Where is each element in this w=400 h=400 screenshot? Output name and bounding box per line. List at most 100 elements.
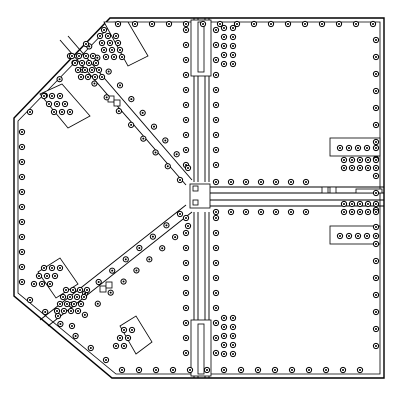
right-pad-block-upper (329, 137, 381, 157)
via-core (287, 23, 289, 25)
via-core (232, 344, 234, 346)
via-core (351, 167, 353, 169)
via-core (49, 283, 51, 285)
via-core (92, 55, 94, 57)
via-core (85, 43, 87, 45)
via-core (59, 303, 61, 305)
right-port-stub (355, 188, 383, 194)
via-core (88, 62, 90, 64)
via-core (21, 146, 23, 148)
via-core (77, 310, 79, 312)
via-core (223, 45, 225, 47)
via-core (121, 56, 123, 58)
via-core (260, 181, 262, 183)
via-core (232, 36, 234, 38)
via-core (232, 54, 234, 56)
via-core (51, 95, 53, 97)
via-core (88, 45, 91, 48)
via-core (62, 296, 64, 298)
via-core (245, 181, 247, 183)
via-core (357, 235, 359, 237)
via-core (74, 62, 76, 64)
via-core (375, 203, 377, 205)
via-core (359, 167, 361, 169)
via-core (185, 104, 187, 106)
via-core (215, 211, 217, 213)
via-core (359, 369, 361, 371)
via-core (58, 78, 61, 81)
via-core (59, 323, 62, 325)
via-core (95, 62, 97, 64)
via-core (223, 317, 225, 319)
via-core (109, 291, 112, 294)
via-core (185, 119, 187, 121)
via-core (115, 345, 117, 347)
upper-port-slot (197, 21, 205, 73)
via-core (343, 203, 345, 205)
via-core (240, 369, 242, 371)
via-core (372, 23, 374, 25)
via-core (138, 369, 140, 371)
via-core (111, 269, 114, 272)
via-core (260, 211, 262, 213)
via-core (275, 211, 277, 213)
via-core (94, 76, 96, 78)
via-core (21, 251, 23, 253)
via-core (375, 141, 377, 143)
via-core (325, 369, 327, 371)
via-core (187, 225, 189, 227)
via-core (230, 211, 232, 213)
via-core (33, 283, 35, 285)
via-core (179, 213, 181, 215)
via-core (185, 352, 187, 354)
via-core (138, 247, 141, 249)
via-core (367, 211, 369, 213)
via-core (189, 369, 191, 371)
via-core (230, 181, 232, 183)
via-core (21, 266, 23, 268)
via-core (223, 54, 225, 56)
via-core (63, 310, 65, 312)
via-core (65, 289, 67, 291)
via-core (223, 369, 225, 371)
via-core (127, 337, 129, 339)
via-core (99, 35, 101, 37)
via-core (78, 55, 80, 57)
via-core (85, 55, 87, 57)
via-core (375, 345, 377, 347)
via-core (215, 277, 217, 279)
via-core (179, 179, 181, 181)
via-core (305, 181, 307, 183)
via-core (38, 275, 40, 277)
via-core (87, 76, 89, 78)
via-core (122, 280, 125, 283)
via-core (202, 23, 204, 25)
via-core (359, 211, 361, 213)
via-core (46, 275, 48, 277)
via-core (375, 294, 377, 296)
via-core (343, 167, 345, 169)
via-core (135, 269, 138, 272)
via-core (232, 63, 234, 65)
via-core (357, 147, 359, 149)
via-core (79, 289, 81, 291)
via-core (245, 211, 247, 213)
via-core (236, 23, 238, 25)
via-core (232, 335, 234, 337)
via-core (43, 267, 45, 269)
via-core (351, 159, 353, 161)
via-core (29, 111, 31, 113)
via-core (119, 337, 121, 339)
via-core (174, 236, 177, 239)
via-core (56, 310, 58, 312)
via-core (166, 165, 169, 168)
via-core (343, 159, 345, 161)
diag-pad-2 (113, 99, 121, 107)
via-core (71, 325, 73, 327)
via-core (185, 134, 187, 136)
via-core (375, 311, 377, 313)
via-core (44, 311, 47, 313)
via-core (215, 29, 217, 31)
via-core (274, 369, 276, 371)
via-core (83, 296, 85, 298)
